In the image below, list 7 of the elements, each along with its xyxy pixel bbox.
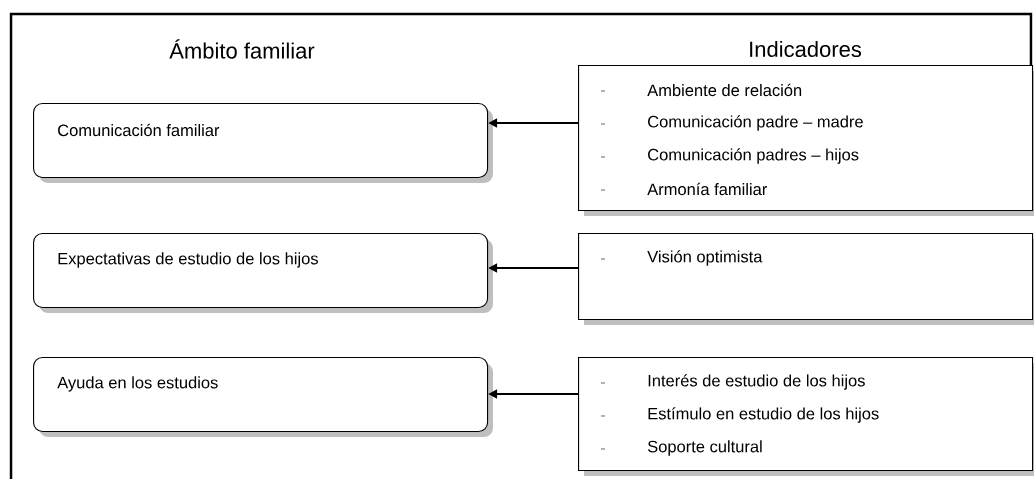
indicator-box: Visión optimista — [578, 233, 1034, 325]
indicator-box: Interés de estudio de los hijos Estímulo en estudio de los hijos Soporte cultural — [578, 357, 1034, 476]
indicator-box: Ambiente de relación Comunicación padre – madre Comunicación padres – hijos Armonía familiar — [578, 65, 1034, 216]
category-box: Expectativas de estudio de los hijos — [33, 233, 493, 313]
category-box: Ayuda en los estudios — [33, 357, 493, 437]
column-heading: Ámbito familiar — [169, 39, 315, 59]
category-box: Comunicación familiar — [33, 103, 493, 183]
